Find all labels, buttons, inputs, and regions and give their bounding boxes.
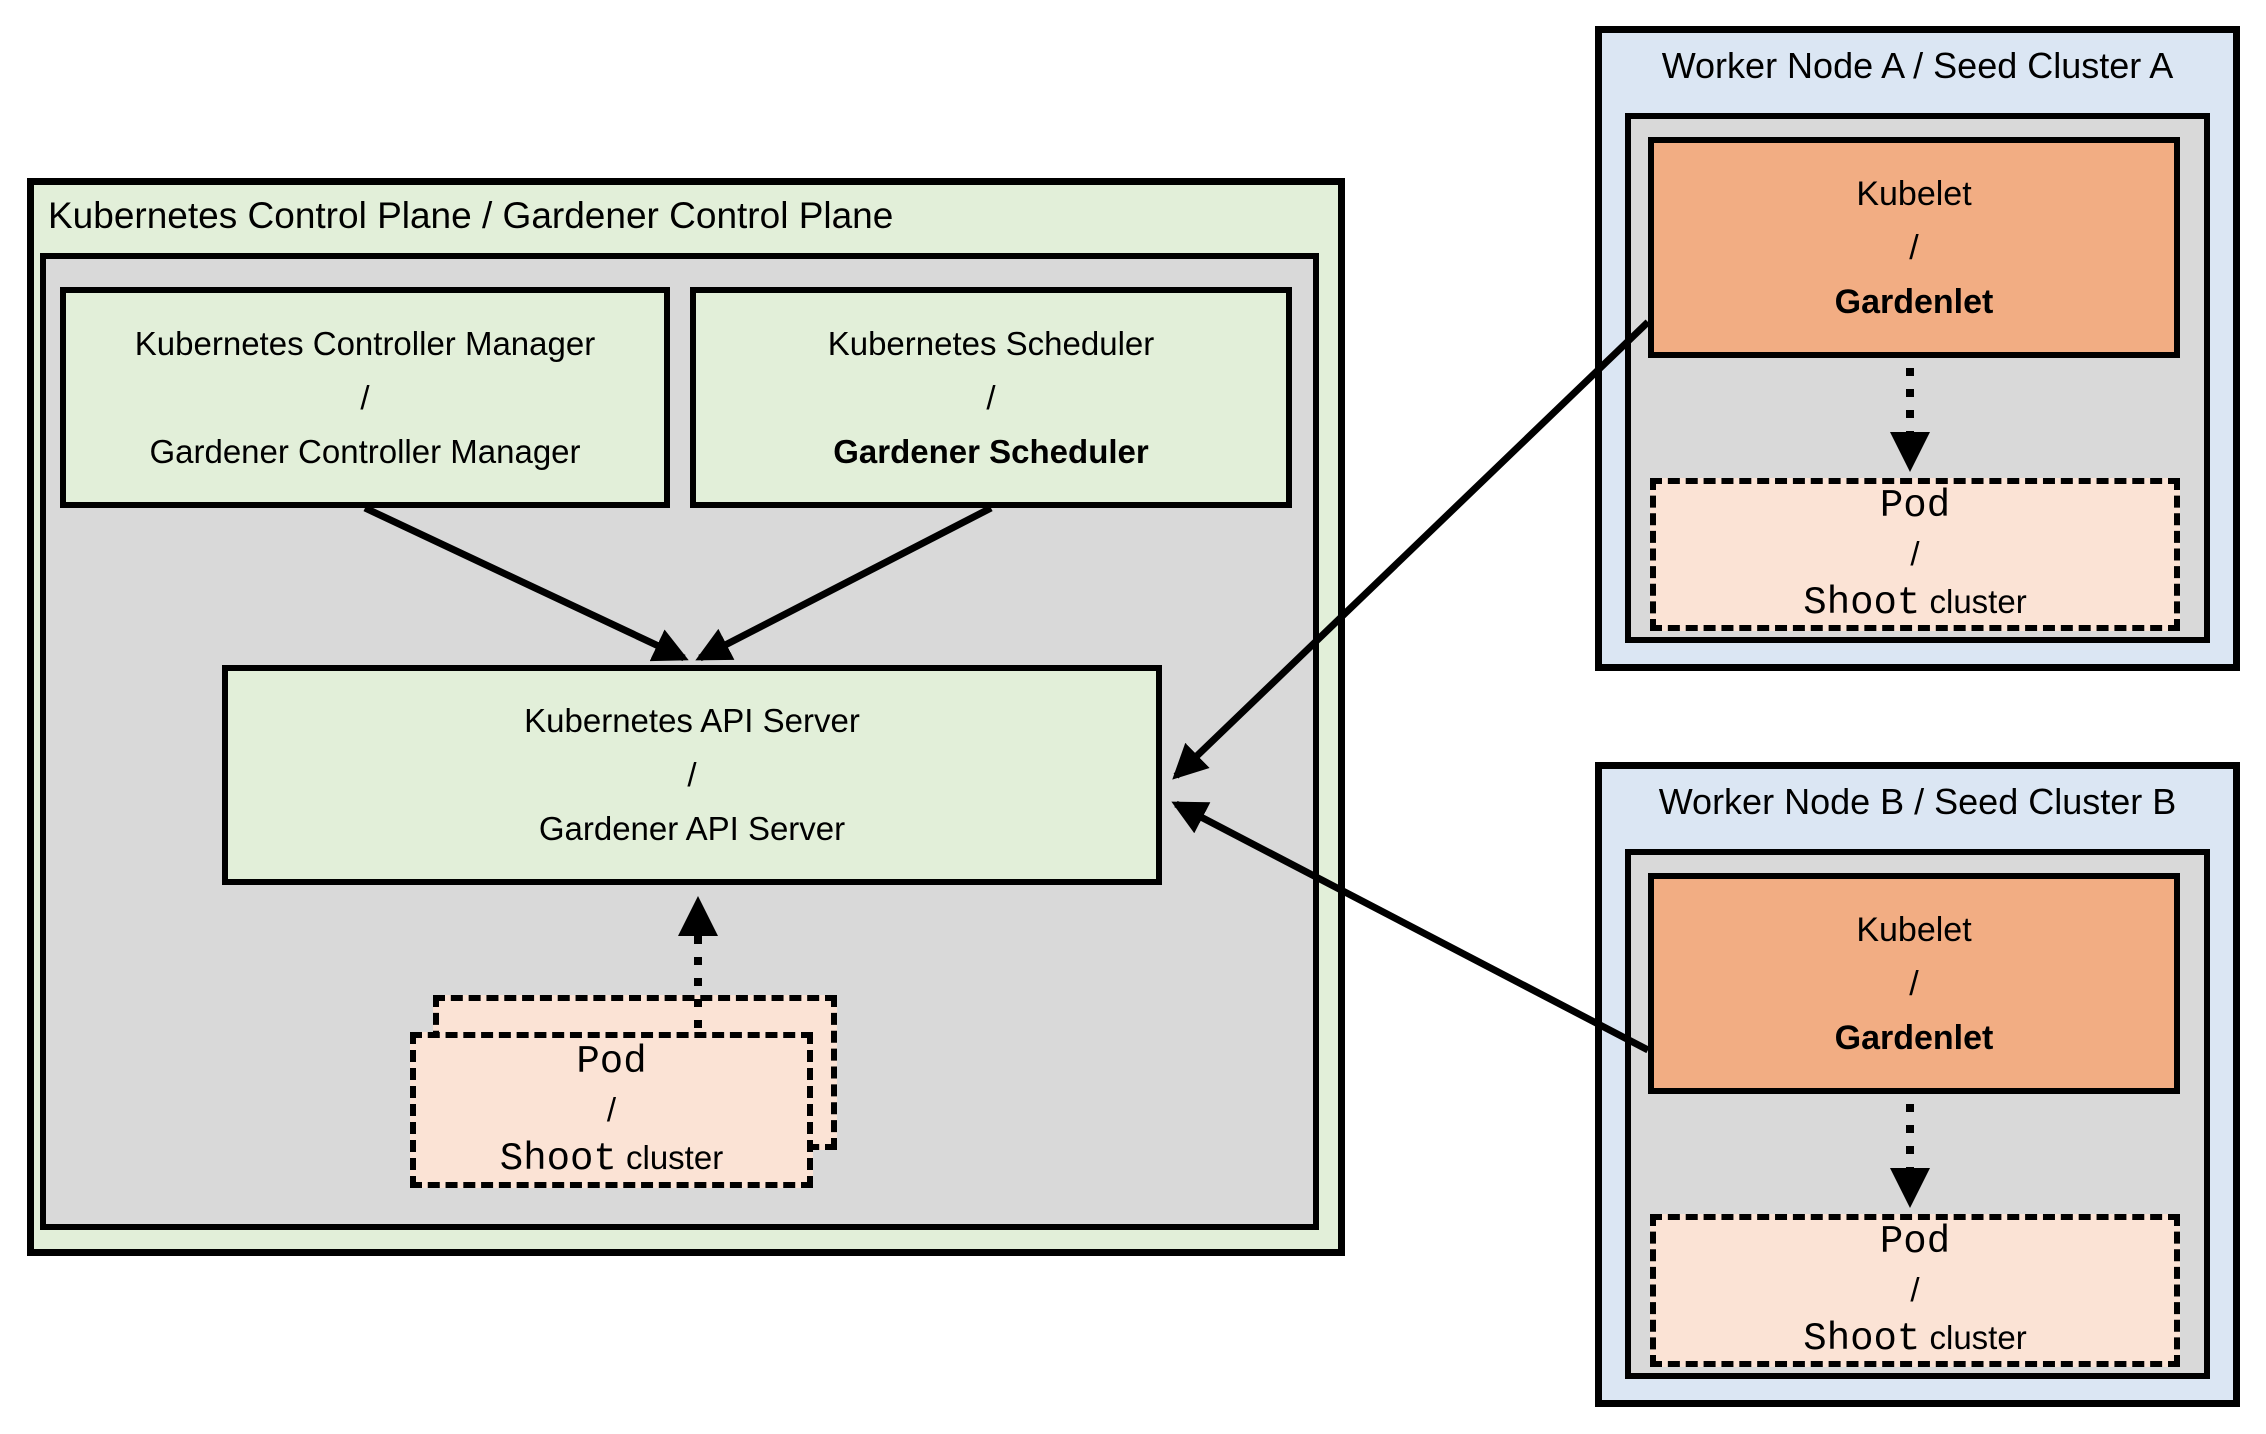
control-plane-title: Kubernetes Control Plane / Gardener Cont… xyxy=(48,195,894,236)
pod-a-node: Pod / Shoot cluster xyxy=(1650,478,2180,631)
kubelet-b-separator: / xyxy=(1909,964,1919,1003)
pod-line2: Shoot cluster xyxy=(500,1134,723,1183)
controller-manager-line1: Kubernetes Controller Manager xyxy=(134,324,596,362)
worker-node-a-title: Worker Node A / Seed Cluster A xyxy=(1661,45,2174,86)
scheduler-line1: Kubernetes Scheduler xyxy=(827,324,1155,362)
controller-manager-line2: Gardener Controller Manager xyxy=(149,432,581,470)
api-server-node: Kubernetes API Server / Gardener API Ser… xyxy=(222,665,1162,885)
pod-a-line2-sans: cluster xyxy=(1929,583,2027,620)
kubelet-a-line1: Kubelet xyxy=(1856,174,1972,213)
worker-node-b-title: Worker Node B / Seed Cluster B xyxy=(1658,781,2177,822)
kubelet-b-line2: Gardenlet xyxy=(1834,1018,1994,1057)
pod-a-line1: Pod xyxy=(1879,484,1951,528)
pod-b-line2-mono: Shoot xyxy=(1803,1317,1921,1361)
pod-b-line1: Pod xyxy=(1879,1220,1951,1264)
api-server-line2: Gardener API Server xyxy=(538,810,846,847)
api-server-line1: Kubernetes API Server xyxy=(524,702,860,739)
scheduler-line2: Gardener Scheduler xyxy=(833,432,1149,470)
pod-a-line2: Shoot cluster xyxy=(1803,578,2026,627)
scheduler-node: Kubernetes Scheduler / Gardener Schedule… xyxy=(690,287,1292,508)
api-server-separator: / xyxy=(687,756,697,793)
pod-shoot-cluster-node: Pod / Shoot cluster xyxy=(410,1032,813,1188)
controller-manager-node: Kubernetes Controller Manager / Gardener… xyxy=(60,287,670,508)
kubelet-b-node: Kubelet / Gardenlet xyxy=(1648,873,2180,1094)
pod-separator: / xyxy=(606,1090,617,1128)
kubelet-a-line2: Gardenlet xyxy=(1834,282,1994,321)
kubelet-a-node: Kubelet / Gardenlet xyxy=(1648,137,2180,358)
pod-a-separator: / xyxy=(1910,535,1920,572)
kubelet-b-line1: Kubelet xyxy=(1856,910,1972,949)
pod-b-line2: Shoot cluster xyxy=(1803,1314,2026,1363)
pod-b-node: Pod / Shoot cluster xyxy=(1650,1214,2180,1367)
pod-b-separator: / xyxy=(1910,1271,1920,1308)
pod-a-line2-mono: Shoot xyxy=(1803,581,1921,625)
pod-line2-sans: cluster xyxy=(626,1138,724,1176)
scheduler-separator: / xyxy=(986,378,996,416)
pod-b-line2-sans: cluster xyxy=(1929,1319,2027,1356)
kubelet-a-separator: / xyxy=(1909,228,1919,267)
controller-manager-separator: / xyxy=(360,378,370,416)
pod-line1: Pod xyxy=(576,1039,647,1084)
pod-line2-mono: Shoot xyxy=(499,1136,617,1181)
